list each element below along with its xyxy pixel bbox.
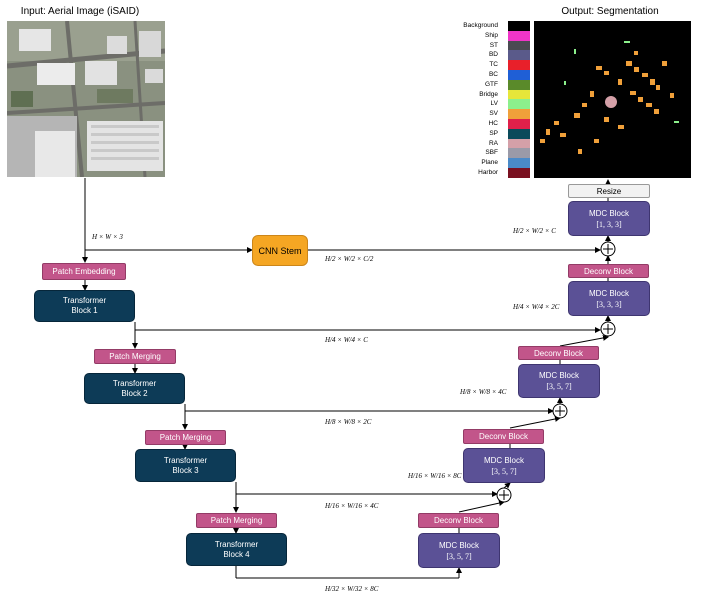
block3-label: Block 3 — [172, 465, 199, 475]
legend-swatch — [508, 128, 530, 139]
mdc5-kernels: [3, 5, 7] — [446, 551, 472, 561]
block2-label: Block 2 — [121, 388, 148, 398]
deconv-block-4: Deconv Block — [418, 513, 499, 528]
input-title: Input: Aerial Image (iSAID) — [20, 6, 140, 17]
legend-swatch — [508, 119, 530, 129]
deconv-block-3: Deconv Block — [463, 429, 544, 444]
dim-skip3: H/16 × W/16 × 4C — [325, 502, 379, 510]
legend-swatch — [508, 89, 530, 100]
legend-label: Harbor — [478, 169, 498, 176]
mdc-block-2: MDC Block [3, 3, 3] — [568, 281, 650, 316]
legend-label: LV — [490, 100, 498, 108]
legend-swatch — [508, 30, 530, 41]
dim-input: H × W × 3 — [92, 233, 123, 241]
mdc-block-1: MDC Block [1, 3, 3] — [568, 201, 650, 236]
legend-label: Plane — [481, 159, 498, 167]
resize-box: Resize — [568, 184, 650, 198]
transformer-block-2: Transformer Block 2 — [84, 373, 185, 404]
legend-swatch — [508, 158, 530, 168]
mdc-block-3: MDC Block [3, 5, 7] — [518, 364, 600, 398]
block3-title: Transformer — [163, 455, 208, 465]
deconv-block-2: Deconv Block — [518, 346, 599, 360]
mdc2-kernels: [3, 3, 3] — [596, 299, 622, 309]
mdc-block-4: MDC Block [3, 5, 7] — [463, 448, 545, 483]
legend-label: BD — [488, 51, 498, 59]
mdc3-title: MDC Block — [538, 371, 579, 380]
mdc3-kernels: [3, 5, 7] — [546, 382, 572, 391]
patch-merging-box-1: Patch Merging — [94, 349, 176, 364]
legend-label: Background — [463, 22, 498, 29]
legend-label: TC — [489, 61, 498, 69]
mdc2-title: MDC Block — [588, 288, 629, 298]
aerial-input-image — [7, 21, 165, 177]
legend-swatch — [508, 70, 530, 80]
legend-swatch — [508, 138, 530, 149]
legend-label: SV — [489, 110, 498, 118]
dim-bottom: H/32 × W/32 × 8C — [325, 585, 379, 593]
block1-label: Block 1 — [71, 306, 98, 315]
patch-merging-box-2: Patch Merging — [145, 430, 226, 445]
block4-title: Transformer — [214, 539, 259, 549]
legend-label: GTF — [485, 80, 498, 88]
mdc5-title: MDC Block — [438, 540, 479, 550]
transformer-block-4: Transformer Block 4 — [186, 533, 287, 566]
transformer-block-3: Transformer Block 3 — [135, 449, 236, 482]
dim-d4-out: H/16 × W/16 × 8C — [408, 472, 462, 480]
segmentation-graphic — [534, 21, 691, 178]
block2-title: Transformer — [112, 378, 157, 388]
dim-d2-out: H/4 × W/4 × 2C — [513, 303, 560, 311]
legend-label: SP — [489, 129, 498, 137]
dim-d1-out: H/2 × W/2 × C — [513, 227, 556, 235]
legend-swatch — [508, 99, 530, 110]
patch-merging-box-3: Patch Merging — [196, 513, 277, 528]
mdc4-kernels: [3, 5, 7] — [491, 466, 517, 476]
dim-skip2: H/8 × W/8 × 2C — [325, 418, 372, 426]
block4-label: Block 4 — [223, 549, 250, 559]
legend-label: BC — [488, 71, 498, 78]
deconv-block-1: Deconv Block — [568, 264, 649, 278]
legend-swatch — [508, 168, 530, 178]
legend-label: RA — [488, 139, 498, 147]
legend-swatch — [508, 148, 530, 159]
patch-embedding-box: Patch Embedding — [42, 263, 126, 280]
legend-swatch — [508, 40, 530, 51]
legend-label: HC — [488, 120, 498, 127]
transformer-block-1: Transformer Block 1 — [34, 290, 135, 322]
output-title: Output: Segmentation — [561, 6, 659, 17]
mdc1-kernels: [1, 3, 3] — [596, 219, 622, 229]
legend-label: Ship — [484, 31, 498, 39]
dim-stem: H/2 × W/2 × C/2 — [325, 255, 374, 263]
legend-label: Bridge — [479, 90, 498, 98]
legend-swatch — [508, 60, 530, 70]
legend-swatch — [508, 109, 530, 119]
cnn-stem-box: CNN Stem — [252, 235, 308, 266]
segmentation-output-image — [534, 21, 691, 178]
dim-skip1: H/4 × W/4 × C — [325, 336, 368, 344]
mdc1-title: MDC Block — [588, 208, 629, 218]
aerial-image-graphic — [7, 21, 165, 177]
legend-swatch — [508, 21, 530, 31]
legend-label: ST — [489, 41, 498, 49]
block1-title: Transformer — [62, 296, 107, 305]
legend-swatch — [508, 79, 530, 90]
legend-swatch — [508, 50, 530, 61]
legend-label: SBF — [485, 149, 498, 157]
mdc4-title: MDC Block — [483, 455, 524, 465]
dim-d3-out: H/8 × W/8 × 4C — [460, 388, 507, 396]
mdc-block-5: MDC Block [3, 5, 7] — [418, 533, 500, 568]
